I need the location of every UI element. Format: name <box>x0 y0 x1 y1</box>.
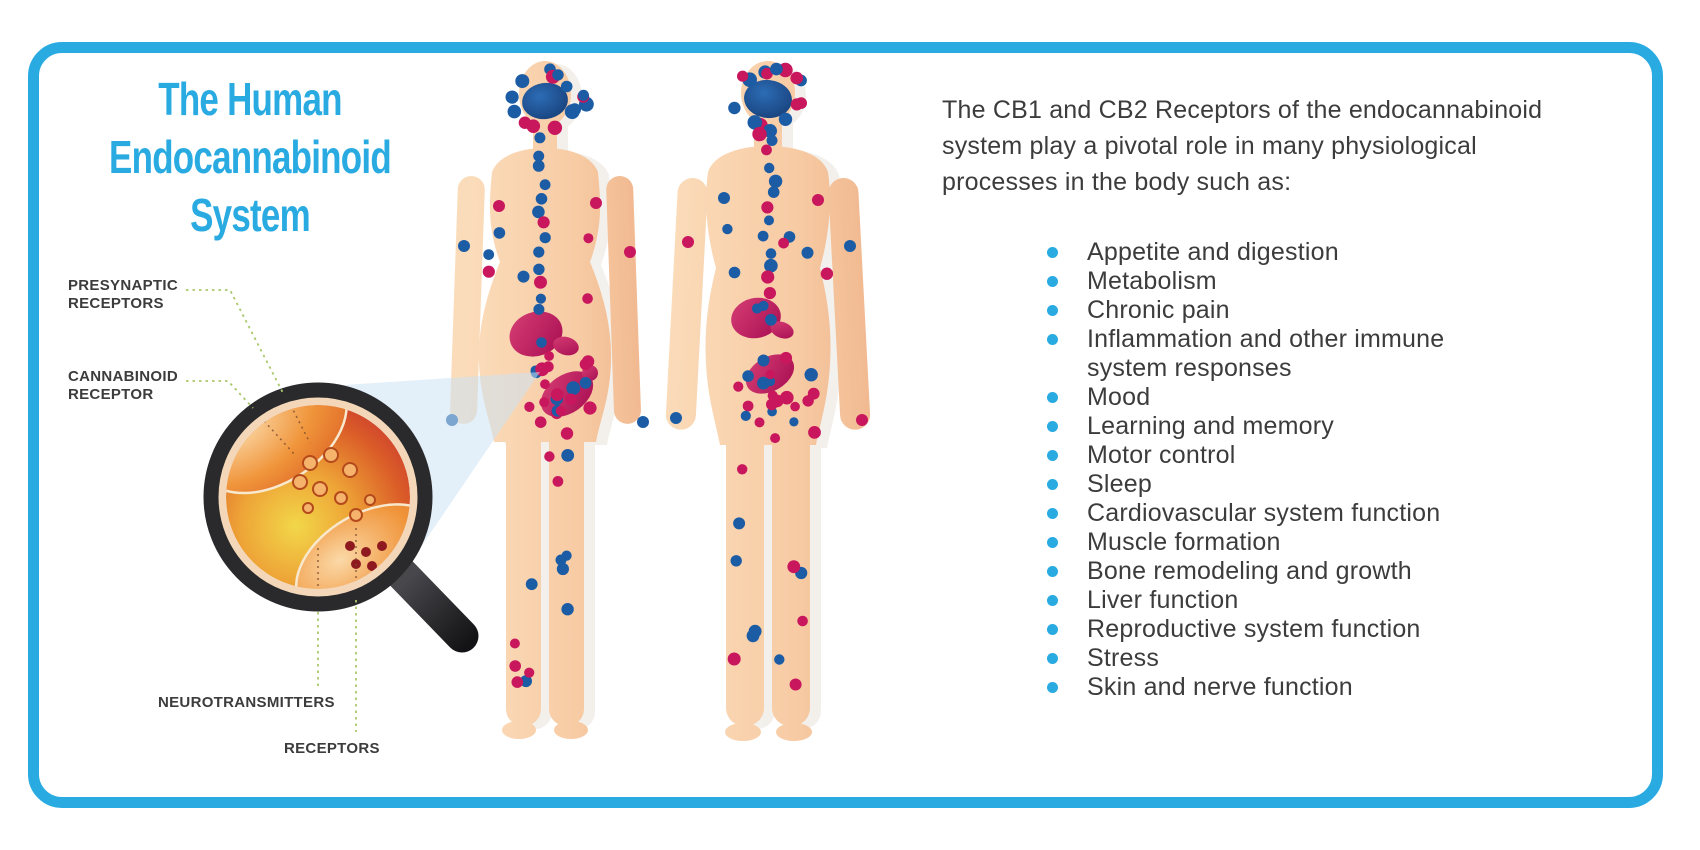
female-brain <box>522 82 568 120</box>
list-item: Metabolism <box>1042 267 1542 296</box>
label-connectors <box>186 289 357 732</box>
male-brain <box>744 79 792 119</box>
list-item: Learning and memory <box>1042 412 1542 441</box>
list-item: Stress <box>1042 644 1542 673</box>
list-item: Mood <box>1042 383 1542 412</box>
list-item: Skin and nerve function <box>1042 673 1542 702</box>
list-item: Liver function <box>1042 586 1542 615</box>
list-item: Reproductive system function <box>1042 615 1542 644</box>
list-item: Bone remodeling and growth <box>1042 557 1542 586</box>
list-item: Motor control <box>1042 441 1542 470</box>
in-lens-connectors <box>255 405 357 589</box>
label-presynaptic-receptors: PRESYNAPTIC RECEPTORS <box>68 277 178 312</box>
label-receptors: RECEPTORS <box>284 740 380 757</box>
bullet-dot-icon <box>1047 305 1058 316</box>
list-item: Cardiovascular system function <box>1042 499 1542 528</box>
bullet-dot-icon <box>1047 392 1058 403</box>
bullet-dot-icon <box>1047 682 1058 693</box>
magnifier <box>203 382 479 653</box>
bullet-dot-icon <box>1047 421 1058 432</box>
bullet-dot-icon <box>1047 334 1058 345</box>
intro-text: The CB1 and CB2 Receptors of the endocan… <box>942 96 1543 196</box>
bullet-dot-icon <box>1047 537 1058 548</box>
list-item: Inflammation and other immune system res… <box>1042 325 1542 383</box>
infographic-title: The Human Endocannabinoid System <box>109 73 392 241</box>
bullet-dot-icon <box>1047 566 1058 577</box>
receptor-dots <box>446 62 868 691</box>
bullet-dot-icon <box>1047 247 1058 258</box>
list-item: Appetite and digestion <box>1042 238 1542 267</box>
list-item: Muscle formation <box>1042 528 1542 557</box>
list-item: Sleep <box>1042 470 1542 499</box>
bullet-dot-icon <box>1047 508 1058 519</box>
bullet-dot-icon <box>1047 653 1058 664</box>
magnifier-handle <box>383 555 479 653</box>
list-item: Chronic pain <box>1042 296 1542 325</box>
lens-rim <box>203 382 433 612</box>
bullet-dot-icon <box>1047 624 1058 635</box>
physiological-processes-list: Appetite and digestion Metabolism Chroni… <box>1042 238 1542 702</box>
label-neurotransmitters: NEUROTRANSMITTERS <box>158 694 335 711</box>
bullet-dot-icon <box>1047 479 1058 490</box>
lens-inner-ring <box>218 397 418 597</box>
bullet-dot-icon <box>1047 595 1058 606</box>
synaptic-vesicles <box>292 447 376 522</box>
bullet-dot-icon <box>1047 450 1058 461</box>
bullet-dot-icon <box>1047 276 1058 287</box>
label-cannabinoid-receptor: CANNABINOID RECEPTOR <box>68 368 178 403</box>
